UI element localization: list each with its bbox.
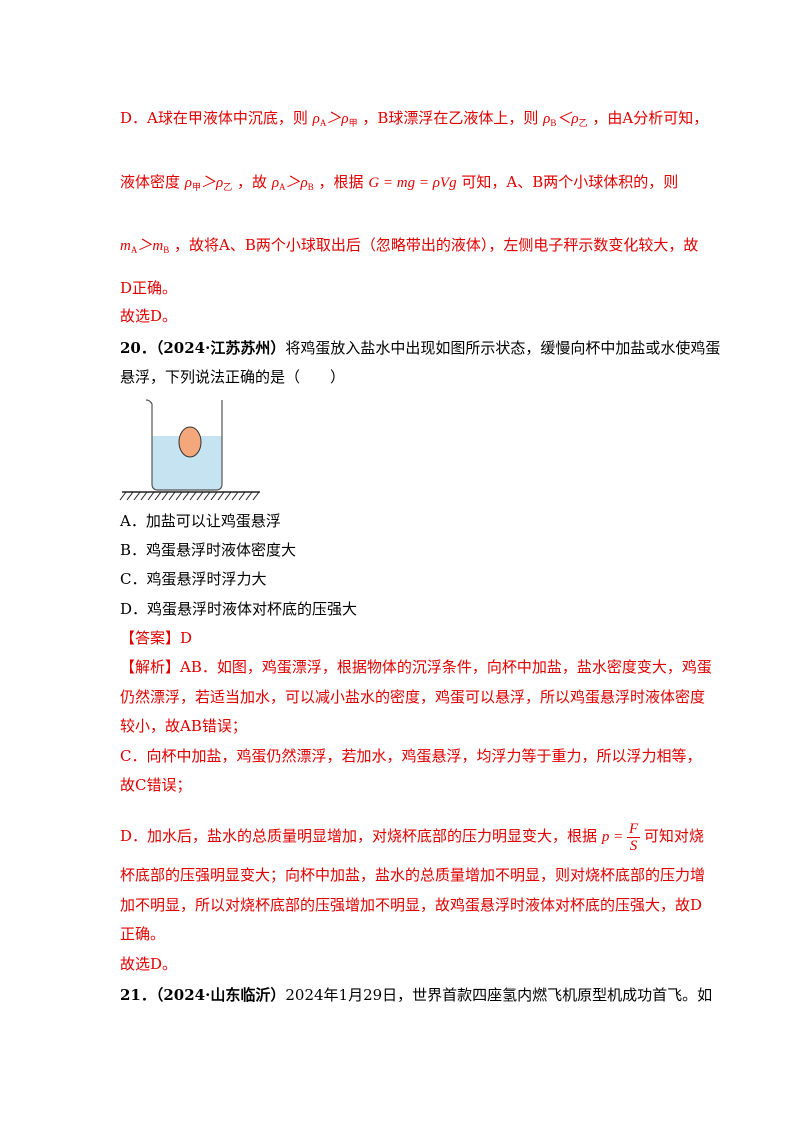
option-c: C．鸡蛋悬浮时浮力大 (120, 570, 267, 588)
analysis-line: 杯底部的压强明显变大；向杯中加盐，盐水的总质量增加不明显，则对烧杯底部的压力增 (120, 866, 706, 884)
question-source: （2024·山东临沂） (155, 986, 286, 1004)
option-a: A．加盐可以让鸡蛋悬浮 (120, 512, 281, 530)
analysis-line: 故C错误； (120, 776, 192, 794)
ground-hatching (119, 491, 260, 501)
beaker-egg-figure (119, 399, 260, 501)
analysis-line: 【解析】AB．如图，鸡蛋漂浮，根据物体的沉浮条件，向杯中加盐，盐水密度变大，鸡蛋 (120, 658, 712, 676)
analysis-line: 仍然漂浮，若适当加水，可以减小盐水的密度，鸡蛋可以悬浮，所以鸡蛋悬浮时液体密度 (120, 688, 706, 706)
question-stem: 悬浮，下列说法正确的是（ ） (120, 368, 346, 386)
question-number: 21． (120, 986, 156, 1004)
option-d: D．鸡蛋悬浮时液体对杯底的压强大 (120, 600, 358, 618)
analysis-line: 加不明显，所以对烧杯底部的压强增加不明显，故鸡蛋悬浮时液体对杯底的压强大，故D (120, 896, 703, 914)
answer: 【答案】D (120, 629, 193, 647)
analysis-line: 故选D。 (120, 955, 178, 973)
formula-gravity: G = mg = ρVg (368, 175, 457, 191)
question-stem: 21．（2024·山东临沂）2024年1月29日，世界首款四座氢内燃飞机原型机成… (120, 986, 713, 1004)
beaker-outline (145, 399, 223, 491)
formula: ρB＜ρ乙 (543, 111, 588, 128)
option-b: B．鸡蛋悬浮时液体密度大 (120, 541, 297, 559)
solution-line: D．A球在甲液体中沉底，则 ρA＞ρ甲 ，B球漂浮在乙液体上，则 ρB＜ρ乙 ，… (120, 109, 709, 128)
solution-line: 液体密度 ρ甲＞ρ乙 ，故 ρA＞ρB ，根据 G = mg = ρVg 可知，… (120, 173, 679, 192)
formula: ρA＞ρB (271, 175, 314, 192)
analysis-line: 正确。 (120, 925, 166, 943)
egg (178, 426, 202, 458)
question-source: （2024·江苏苏州） (155, 339, 286, 357)
solution-line: 故选D。 (120, 307, 178, 325)
solution-line: mA＞mB ，故将A、B两个小球取出后（忽略带出的液体），左侧电子秤示数变化较大… (120, 236, 699, 255)
formula: mA＞mB (120, 238, 170, 255)
formula: ρA＞ρ甲 (312, 111, 358, 128)
question-number: 20． (120, 339, 156, 357)
formula: ρ甲＞ρ乙 (184, 175, 233, 192)
question-stem: 20．（2024·江苏苏州）将鸡蛋放入盐水中出现如图所示状态，缓慢向杯中加盐或水… (120, 339, 721, 357)
salt-water (152, 436, 222, 490)
analysis-line: 较小，故AB错误； (120, 717, 247, 735)
solution-line: D正确。 (120, 279, 178, 297)
analysis-line: C．向杯中加盐，鸡蛋仍然漂浮，若加水，鸡蛋悬浮，均浮力等于重力，所以浮力相等， (120, 747, 702, 765)
